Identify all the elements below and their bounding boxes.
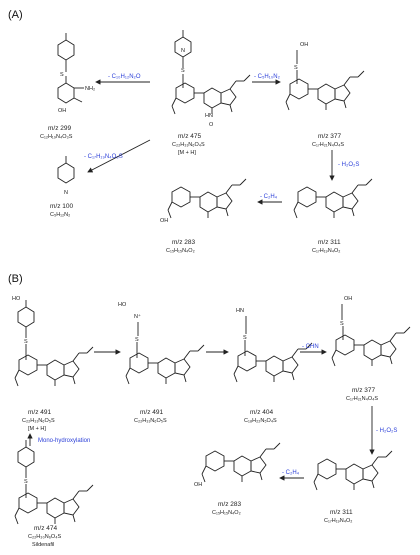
atom-s-377: S <box>294 65 298 71</box>
structure-a-299: S NH₂ OH <box>57 32 95 114</box>
formula-283b: C₁₅H₁₅N₄O₂ <box>212 510 241 516</box>
atom-oh-b4: OH <box>344 296 352 302</box>
formula-475: C₂₂H₃₁N₆O₄S <box>172 142 205 148</box>
atom-n: N <box>181 48 185 54</box>
loss-a3: - C₁₇H₁₉N₄O₃S <box>84 154 123 160</box>
structure-a-100: N <box>57 155 75 196</box>
atom-s-b1: S <box>24 339 28 345</box>
atom-hn: HN <box>205 113 213 119</box>
structure-a-283: OH <box>160 178 247 224</box>
atom-s: S <box>181 68 185 74</box>
loss-a1: - C₁₀H₁₂N₂O <box>108 74 141 80</box>
label-mz-377: m/z 377 <box>318 133 342 140</box>
structure-a-377: OH S <box>285 42 365 111</box>
label-mz-475: m/z 475 <box>178 133 202 140</box>
atom-nh2: NH₂ <box>85 86 95 92</box>
arrow-475-to-100 <box>87 139 151 173</box>
atom-o: O <box>209 122 214 128</box>
atom-s-b2: S <box>135 337 139 343</box>
formula-377: C₁₇H₂₁N₄O₄S <box>312 142 344 148</box>
atom-s-b3: S <box>243 335 247 341</box>
label-mz-311: m/z 311 <box>318 239 341 246</box>
structure-b-474: S <box>14 439 94 525</box>
formula-311: C₁₇H₁₉N₄O₂ <box>312 248 340 254</box>
label-mz-283: m/z 283 <box>172 239 196 246</box>
panel-a-label: (A) <box>8 9 23 21</box>
note-474: Sildenafil <box>32 542 54 548</box>
structure-b-377: OH S <box>331 296 411 367</box>
note-475: [M + H] <box>178 150 196 156</box>
atom-s-299: S <box>60 72 64 78</box>
formula-491b: C₂₂H₃₁N₆O₅S <box>134 418 167 424</box>
formula-377b: C₁₇H₂₁N₄O₄S <box>346 396 378 402</box>
atom-hn-b3: HN <box>236 308 244 314</box>
atom-n-b2: N⁺ <box>134 313 141 320</box>
atom-oh-283: OH <box>160 218 168 224</box>
atom-ho-b2: HO <box>118 302 127 308</box>
loss-b3: - C₂H₄ <box>282 470 300 476</box>
formula-283: C₁₅H₁₅N₄O₂ <box>166 248 195 254</box>
formula-100: C₅H₁₂N₂ <box>50 212 70 218</box>
note-491a: [M + H] <box>28 426 46 432</box>
label-mz-311b: m/z 311 <box>330 509 353 516</box>
atom-n-100: N <box>64 190 68 196</box>
loss-a2: - C₅H₁₀N₂ <box>254 74 281 80</box>
structure-b-491b: HO N⁺ S <box>118 302 205 385</box>
label-mz-100: m/z 100 <box>50 203 74 210</box>
formula-311b: C₁₇H₁₉N₄O₂ <box>324 518 352 524</box>
formula-474: C₂₂H₃₀N₆O₄S <box>28 534 61 540</box>
structure-b-311 <box>313 450 393 491</box>
atom-soh-377: OH <box>300 42 308 48</box>
structure-a-311 <box>293 178 373 219</box>
atom-oh-299: OH <box>58 108 66 114</box>
loss-b1: - CHN <box>302 344 319 350</box>
loss-b2: - H₂O₂S <box>376 428 397 434</box>
formula-299: C₁₂H₁₉N₄O₃S <box>40 134 73 140</box>
label-mz-299: m/z 299 <box>48 125 72 132</box>
loss-a5: - C₂H₄ <box>260 194 278 200</box>
structure-b-283: OH <box>194 442 281 488</box>
loss-a4: - H₂O₂S <box>338 162 359 168</box>
panel-b-label: (B) <box>8 273 23 285</box>
structure-b-491a: HO S <box>12 296 94 387</box>
label-mz-377b: m/z 377 <box>352 387 376 394</box>
label-mz-491a: m/z 491 <box>28 409 52 416</box>
atom-s-b5: S <box>24 479 28 485</box>
formula-404: C₁₈H₂₂N₅O₄S <box>244 418 277 424</box>
atom-s-b4: S <box>340 321 344 327</box>
structure-a-475: S N HN O <box>171 29 251 128</box>
atom-ho-b1: HO <box>12 296 21 302</box>
label-mono-hydroxylation: Mono-hydroxylation <box>38 438 90 444</box>
label-mz-474: m/z 474 <box>34 525 58 532</box>
label-mz-491b: m/z 491 <box>140 409 164 416</box>
structure-b-404: HN S <box>233 308 313 383</box>
atom-oh-b6: OH <box>194 482 202 488</box>
formula-491a: C₂₂H₃₁N₆O₅S <box>22 418 55 424</box>
label-mz-404: m/z 404 <box>250 409 274 416</box>
label-mz-283b: m/z 283 <box>218 501 242 508</box>
